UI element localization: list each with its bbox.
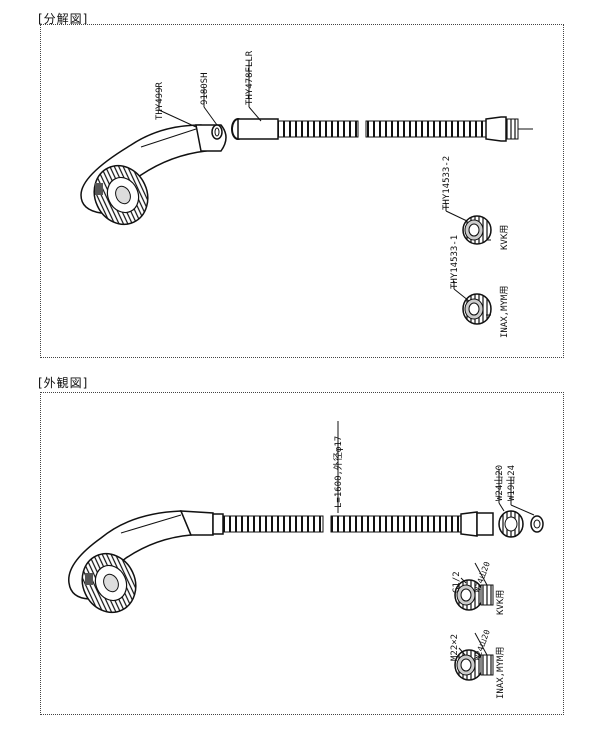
label-inax-use: INAX,MYM用 [495, 647, 506, 699]
label-thread-b: W19山24 [506, 465, 517, 501]
label-adapter2-use: KVK用 [499, 225, 510, 250]
exploded-diagram: THY499R 9180SH THY478FLLR THY14533-2 KVK… [80, 50, 533, 338]
exterior-view-panel: L=1600,外径φ17 W24山20 W19山24 G1/2 W24山20 K… [40, 392, 564, 715]
adapter-inax [462, 293, 492, 325]
label-hose: THY478FLLR [245, 50, 255, 105]
leader-lines [337, 421, 535, 656]
exploded-view-panel: THY499R 9180SH THY478FLLR THY14533-2 KVK… [40, 24, 564, 358]
label-adapter2: THY14533-2 [442, 156, 452, 210]
label-hose-length: L=1600,外径φ17 [332, 436, 344, 508]
label-head: THY499R [155, 81, 165, 120]
label-washer: 9180SH [200, 72, 210, 105]
exterior-view-title: [外観図] [38, 376, 89, 390]
shower-head [68, 510, 214, 614]
label-adapter1: THY14533-1 [450, 235, 460, 289]
exploded-view-title: [分解図] [38, 12, 89, 26]
shower-head [80, 124, 227, 226]
label-m-thread: M22×2 [450, 634, 460, 661]
adapter-g12 [454, 579, 494, 611]
adapter-kvk [462, 215, 492, 245]
adapter-m22 [454, 649, 494, 681]
label-g-thread: G1/2 [452, 571, 462, 593]
label-adapter1-use: INAX,MYM用 [499, 286, 510, 338]
label-kvk-use: KVK用 [495, 590, 506, 615]
hose-part [231, 116, 533, 142]
exterior-diagram: L=1600,外径φ17 W24山20 W19山24 G1/2 W24山20 K… [68, 421, 544, 699]
washer-part [211, 124, 223, 140]
label-thread-a: W24山20 [494, 465, 505, 501]
hose-assembly [212, 510, 544, 538]
leader-lines [158, 60, 491, 316]
